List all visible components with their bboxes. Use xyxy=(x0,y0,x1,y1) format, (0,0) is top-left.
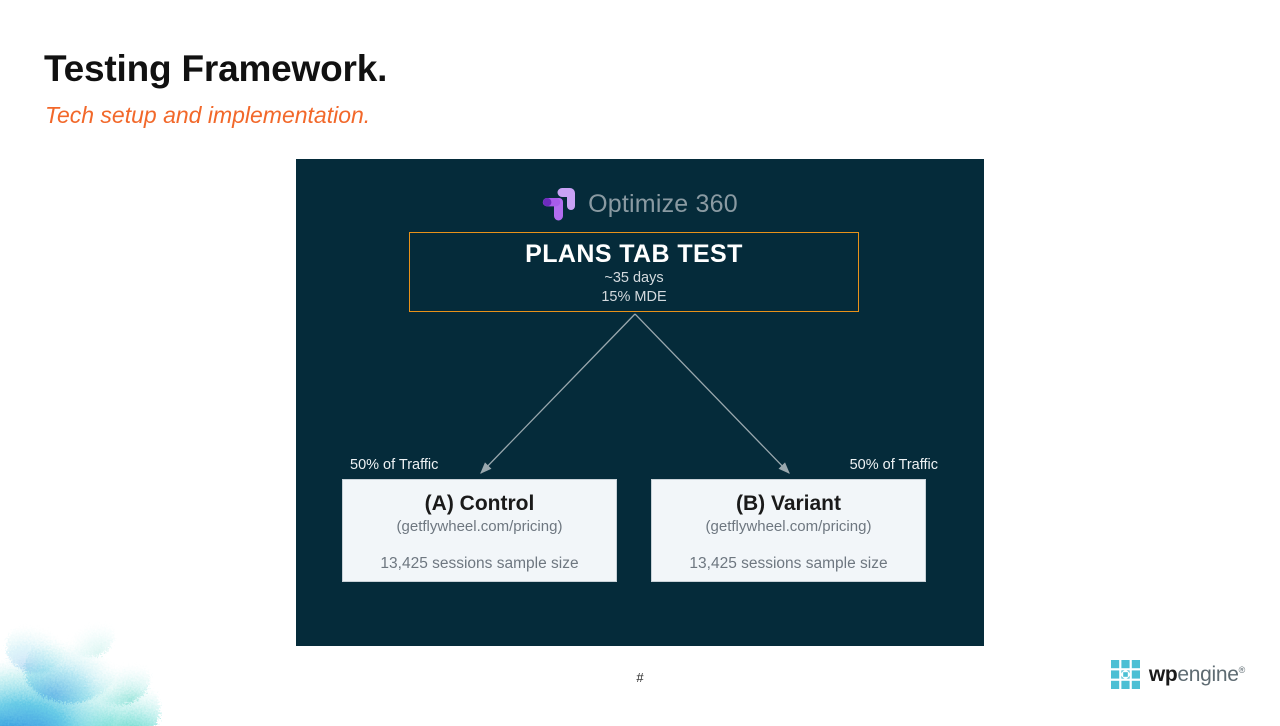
traffic-split-label-control: 50% of Traffic xyxy=(350,457,439,473)
page-subtitle: Tech setup and implementation. xyxy=(45,102,371,128)
variant-url: (getflywheel.com/pricing) xyxy=(396,518,563,535)
diagram-panel: Optimize 360 PLANS TAB TEST ~35 days 15%… xyxy=(296,159,984,646)
arrow-to-variant xyxy=(634,313,790,474)
variant-sample-size: 13,425 sessions sample size xyxy=(380,555,579,572)
page-title: Testing Framework. xyxy=(44,48,388,89)
traffic-split-label-variant: 50% of Traffic xyxy=(849,457,938,473)
wpengine-trademark: ® xyxy=(1238,664,1246,675)
wpengine-engine-text: engine xyxy=(1177,662,1239,686)
variant-url: (getflywheel.com/pricing) xyxy=(705,518,872,535)
test-name: PLANS TAB TEST xyxy=(525,239,743,268)
wpengine-grid-icon xyxy=(1110,660,1140,689)
test-mde: 15% MDE xyxy=(601,288,667,305)
test-box: PLANS TAB TEST ~35 days 15% MDE xyxy=(409,232,859,312)
arrow-to-control xyxy=(480,313,636,474)
test-duration: ~35 days xyxy=(604,269,664,286)
variant-title: (B) Variant xyxy=(735,492,842,515)
wpengine-wordmark: wpengine® xyxy=(1149,663,1245,687)
wpengine-logo: wpengine® xyxy=(1110,660,1245,689)
variant-title: (A) Control xyxy=(424,492,535,515)
brand-name: Optimize 360 xyxy=(588,189,738,218)
variant-card-variant: (B) Variant (getflywheel.com/pricing) 13… xyxy=(651,479,926,582)
variant-sample-size: 13,425 sessions sample size xyxy=(689,555,888,572)
page-number: # xyxy=(636,670,644,685)
wpengine-wp-text: wp xyxy=(1148,662,1178,686)
brand-lockup: Optimize 360 xyxy=(296,185,984,223)
watercolor-splash-decoration xyxy=(0,613,160,726)
optimize-360-icon xyxy=(542,188,576,221)
variant-card-control: (A) Control (getflywheel.com/pricing) 13… xyxy=(342,479,617,582)
